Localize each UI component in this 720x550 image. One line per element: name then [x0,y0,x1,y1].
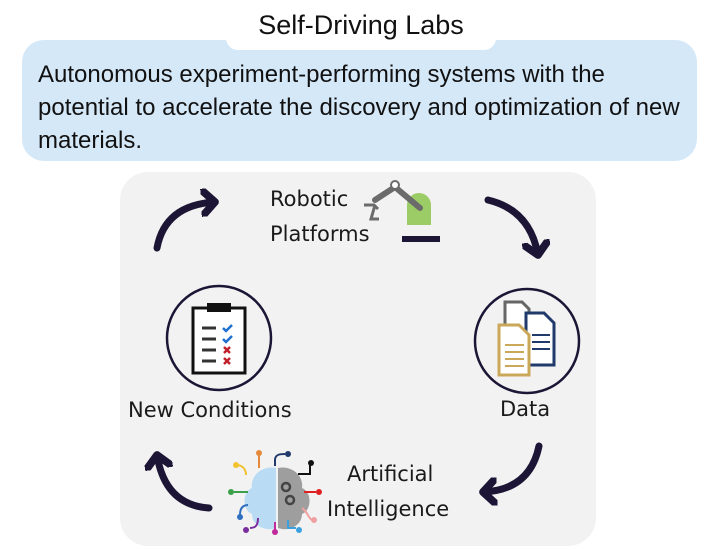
description-text: Autonomous experiment-performing systems… [38,61,680,154]
arrow-top-right [484,196,538,255]
data-label: Data [500,397,551,421]
page-title: Self-Driving Labs [258,10,464,40]
clipboard-icon [165,284,273,392]
arrow-bottom-left [157,455,213,512]
title-tab [226,4,496,50]
description-box [22,40,697,161]
ai-label-1: Artificial [347,462,434,486]
arrow-bottom-right [483,442,543,492]
new-conditions-label: New Conditions [128,398,292,422]
arrow-top-left [153,202,215,252]
robotic-label-2: Platforms [270,222,370,246]
robotic-arm-icon [364,180,440,242]
ai-label-2: Intelligence [327,497,450,521]
documents-icon [473,287,581,395]
robotic-label-1: Robotic [270,187,349,211]
ai-brain-icon [228,450,322,535]
